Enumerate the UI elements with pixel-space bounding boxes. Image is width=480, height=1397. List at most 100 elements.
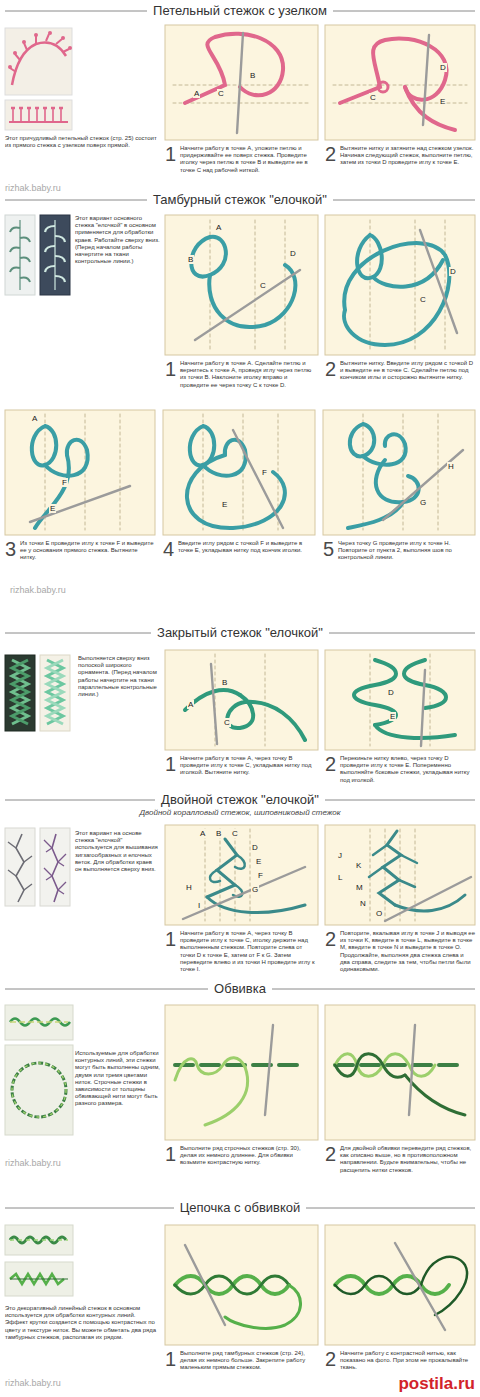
drawing-path bbox=[210, 855, 245, 897]
drawing-path bbox=[10, 1021, 68, 1022]
drawing-path bbox=[185, 34, 283, 103]
section-heading: Закрытый стежок "елочкой" bbox=[151, 625, 329, 641]
step-panel: 1Начните работу в точке A, через точку B… bbox=[165, 825, 318, 973]
drawing-rect bbox=[40, 655, 70, 731]
drawing-circle bbox=[13, 51, 17, 55]
drawing-rect bbox=[325, 215, 475, 355]
drawing-circle bbox=[34, 33, 38, 37]
watermark: rizhak.baby.ru bbox=[5, 1158, 61, 1169]
drawing-path bbox=[409, 1025, 415, 1115]
step-caption: Через точку G проведите иглу к точке H. … bbox=[338, 539, 475, 562]
watermark: rizhak.baby.ru bbox=[10, 585, 66, 596]
point-letter: E bbox=[389, 712, 396, 721]
point-letter: N bbox=[359, 899, 367, 908]
caption-row: 1Выполните ряд тамбурных стежков (стр. 2… bbox=[165, 1349, 318, 1372]
step-number: 2 bbox=[325, 359, 340, 379]
drawing-path bbox=[44, 840, 66, 894]
point-letter: A bbox=[215, 223, 222, 232]
point-letter: C bbox=[231, 829, 239, 838]
drawing-g bbox=[354, 654, 455, 746]
drawing-circle bbox=[48, 31, 52, 35]
watermark: rizhak.baby.ru bbox=[5, 1378, 61, 1389]
point-letter: C bbox=[217, 89, 225, 98]
point-letter: H bbox=[185, 883, 193, 892]
frame-space bbox=[323, 410, 475, 539]
step-number: 1 bbox=[165, 144, 180, 164]
drawing-path bbox=[47, 660, 63, 724]
drawing-rect bbox=[5, 1225, 73, 1255]
step-panel: 2Вытяните нитку. Введите иглу рядом с то… bbox=[325, 215, 475, 382]
drawing-path bbox=[207, 897, 305, 913]
step-caption: Вытяните нитку. Введите иглу рядом с точ… bbox=[340, 359, 475, 382]
drawing-path bbox=[11, 107, 63, 110]
drawing-path bbox=[265, 1025, 273, 1115]
drawing-path bbox=[12, 660, 28, 724]
step-number: 1 bbox=[165, 929, 180, 949]
drawing-circle bbox=[8, 65, 12, 69]
drawing-path bbox=[45, 226, 65, 282]
drawing-path bbox=[183, 867, 305, 919]
drawing-path bbox=[175, 1276, 289, 1294]
drawing-rect bbox=[165, 215, 318, 355]
drawing-path bbox=[10, 228, 30, 283]
frame-space bbox=[325, 650, 475, 754]
drawing-g bbox=[175, 1025, 297, 1125]
drawing-path bbox=[385, 877, 471, 921]
step-panel: 5Через точку G проведите иглу к точке H.… bbox=[323, 410, 475, 562]
point-letter: E bbox=[255, 857, 262, 866]
frame-space bbox=[325, 825, 475, 929]
drawing-path bbox=[335, 1054, 405, 1078]
drawing-path bbox=[348, 502, 403, 528]
drawing-path bbox=[350, 424, 374, 456]
frame-space bbox=[165, 25, 318, 144]
point-letter: C bbox=[419, 295, 427, 304]
drawing-path bbox=[47, 660, 63, 724]
drawing-circle bbox=[12, 1063, 66, 1117]
drawing-rect bbox=[325, 1005, 475, 1140]
drawing-path bbox=[12, 660, 28, 724]
section-subtitle: Двойной коралловый стежок, шиповниковый … bbox=[136, 808, 343, 818]
section-heading: Двойной стежок "елочкой" bbox=[155, 792, 325, 808]
drawing-rect bbox=[5, 655, 35, 731]
frame-space bbox=[165, 215, 318, 359]
frame-space bbox=[165, 1225, 318, 1349]
point-letter: F bbox=[61, 478, 68, 487]
frame-space bbox=[325, 25, 475, 144]
description-text: Это декоративный линейный стежок в основ… bbox=[5, 1305, 160, 1341]
drawing-circle bbox=[61, 36, 65, 40]
drawing-circle bbox=[12, 1063, 66, 1117]
step-caption: Выполните ряд тамбурных стежков (стр. 24… bbox=[180, 1349, 318, 1372]
point-letter: D bbox=[289, 249, 297, 258]
drawing-path bbox=[225, 1285, 301, 1328]
point-letter: K bbox=[355, 861, 362, 870]
drawing-rect bbox=[5, 828, 35, 906]
step-panel: 2Вытяните нитку и затяните над стежком у… bbox=[325, 25, 475, 167]
drawing-rect bbox=[325, 825, 475, 925]
description-text: Этот вариант на основе стежка "елочкой" … bbox=[75, 830, 160, 873]
point-letter: B bbox=[221, 678, 228, 687]
drawing-path bbox=[30, 486, 130, 522]
frame-space bbox=[163, 410, 315, 539]
point-letter: F bbox=[261, 468, 268, 477]
step-number: 2 bbox=[325, 1349, 340, 1369]
caption-row: 2Для двойной обвивки переведите ряд стеж… bbox=[325, 1144, 475, 1174]
drawing-path bbox=[215, 654, 265, 746]
header-rules bbox=[5, 11, 475, 1208]
frame-space bbox=[165, 825, 318, 929]
step-panel: 2Для двойной обвивки переведите ряд стеж… bbox=[325, 1005, 475, 1174]
drawing-rect bbox=[5, 100, 72, 130]
drawing-g bbox=[191, 220, 300, 350]
section-heading: Тамбурный стежок "елочкой" bbox=[147, 192, 333, 208]
drawing-path bbox=[32, 426, 56, 465]
drawing-path bbox=[335, 1054, 435, 1077]
step-number: 2 bbox=[325, 754, 340, 774]
step-panel: 1Начните работу в точке A, уложите петлю… bbox=[165, 25, 318, 174]
section-heading: Петельный стежок с узелком bbox=[147, 3, 333, 19]
drawing-path bbox=[395, 1243, 445, 1330]
description-text: Используемые для обработки контурных лин… bbox=[75, 1050, 160, 1108]
step-panel: 1Начните работу в точке A, через точку B… bbox=[165, 650, 318, 777]
point-letter: A bbox=[31, 414, 38, 423]
drawing-g bbox=[185, 654, 305, 746]
drawing-g bbox=[369, 829, 471, 921]
